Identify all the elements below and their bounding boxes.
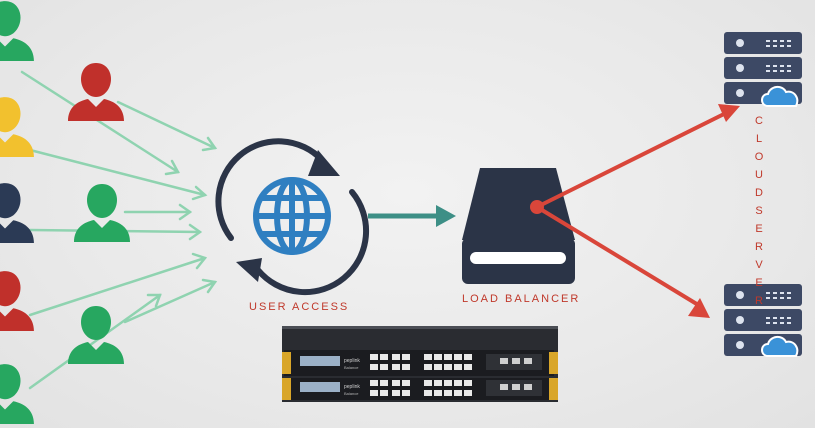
globe-icon	[253, 177, 331, 255]
server-stack-icon	[724, 32, 802, 107]
device-model: Balance	[344, 365, 359, 370]
users	[0, 1, 130, 424]
cycle-arrowhead	[308, 150, 340, 176]
arrow-head	[201, 278, 218, 294]
device-model: Balance	[344, 391, 359, 396]
arrow-head	[191, 252, 208, 270]
server-stack-icon	[724, 284, 802, 357]
user-icon	[0, 183, 34, 243]
arrow-head	[178, 203, 193, 221]
arrow-line	[20, 70, 180, 174]
arrow-line	[28, 256, 207, 317]
refresh-cycle-icon	[215, 138, 370, 296]
access-arrow	[368, 205, 456, 227]
rack-appliance-icon: peplink Balance peplink Balance	[282, 326, 558, 402]
arrow-head	[146, 293, 162, 308]
user-icon	[68, 63, 124, 121]
cycle-arrowhead	[236, 258, 262, 282]
user-arrows	[20, 70, 218, 390]
arrow-head	[188, 223, 203, 241]
cloud-icon	[761, 86, 799, 107]
cycle-arc-lower	[255, 189, 370, 296]
arrow-line	[116, 100, 217, 150]
arrow-head	[164, 159, 180, 176]
user-icon	[0, 1, 34, 62]
cycle-arc-upper	[215, 138, 325, 241]
user-icon	[0, 97, 34, 157]
arrow-head	[191, 185, 208, 201]
arrow-line	[28, 293, 162, 390]
device-brand: peplink	[344, 358, 360, 364]
cloud-icon	[761, 336, 799, 357]
user-icon	[0, 271, 34, 331]
arrow-line	[28, 148, 207, 197]
cloud-server-label: CLOUD SERVER	[754, 115, 764, 307]
user-icon	[0, 364, 34, 424]
load-balancer-label: LOAD BALANCER	[462, 293, 581, 305]
user-icon	[74, 184, 130, 242]
load-balancer-icon	[462, 168, 575, 284]
server-arrows	[535, 104, 740, 318]
arrow-head	[201, 136, 218, 152]
user-icon	[68, 306, 124, 364]
device-brand: peplink	[344, 384, 360, 390]
arrow-line	[123, 280, 217, 324]
user-access-label: USER ACCESS	[249, 301, 350, 313]
